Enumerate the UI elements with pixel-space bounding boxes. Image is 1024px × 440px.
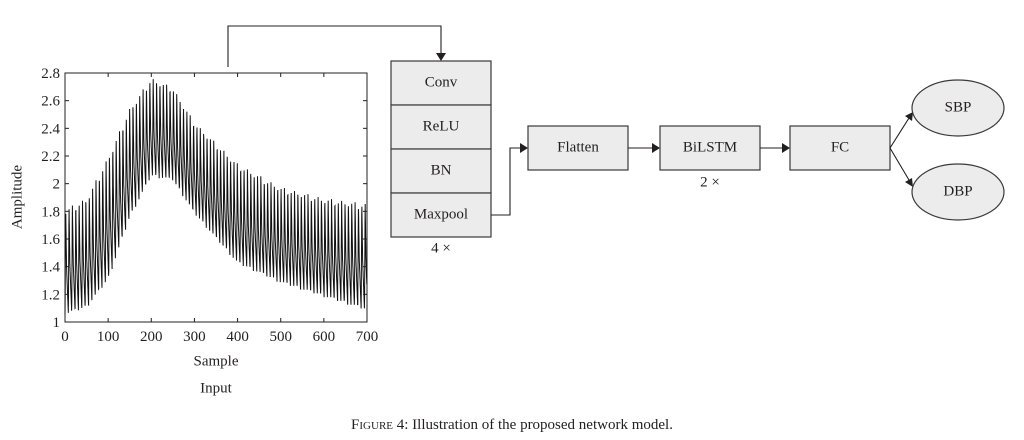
caption-label: Figure 4: [351, 417, 408, 433]
x-axis-label: Sample [194, 353, 239, 369]
bilstm-label: BiLSTM [683, 139, 737, 155]
bilstm-block [659, 125, 761, 171]
arrowhead [652, 143, 660, 153]
layer-conv [390, 60, 492, 106]
figure-caption: Figure 4: Illustration of the proposed n… [351, 417, 673, 433]
fc-label: FC [831, 139, 849, 155]
layer-label: Maxpool [414, 206, 468, 222]
layer-maxpool [390, 192, 492, 238]
x-tick-label: 400 [226, 329, 249, 345]
signal-line [64, 79, 368, 316]
arrowhead [905, 178, 913, 187]
y-tick-label: 1.6 [41, 232, 60, 248]
input-arrow [227, 25, 442, 67]
flatten-label: Flatten [557, 139, 599, 155]
y-tick-label: 2.8 [41, 66, 60, 82]
x-tick-label: 500 [269, 329, 292, 345]
y-tick-label: 2.6 [41, 94, 60, 110]
x-tick-label: 700 [356, 329, 379, 345]
bilstm-repeat-label: 2 × [700, 174, 720, 190]
arrowhead [782, 143, 790, 153]
conv-block-stack: Conv ReLU BN Maxpool 4 × [390, 60, 492, 256]
sbp-label: SBP [945, 99, 972, 115]
y-tick-label: 1.2 [41, 287, 60, 303]
arrow-fc-dbp [889, 147, 910, 181]
y-tick-label: 2.2 [41, 149, 60, 165]
x-tick-label: 100 [97, 329, 120, 345]
y-tick-label: 1.4 [41, 260, 60, 276]
caption-text: Illustration of the proposed network mod… [408, 417, 673, 433]
y-tick-label: 1.8 [41, 204, 60, 220]
layer-label: BN [431, 162, 452, 178]
x-tick-label: 300 [183, 329, 206, 345]
y-tick-label: 2 [53, 177, 61, 193]
stack-repeat-label: 4 × [431, 240, 451, 256]
layer-label: ReLU [423, 118, 460, 134]
layer-bn [390, 148, 492, 194]
y-axis-label: Amplitude [9, 165, 25, 230]
input-signal-chart: 0 100 200 300 400 500 600 700 1 1.2 1.4 1.6 1.8 2 2.2… [9, 66, 378, 396]
x-tick-label: 600 [313, 329, 336, 345]
arrow-fc-sbp [889, 117, 910, 149]
y-tick-label: 2.4 [41, 121, 60, 137]
flatten-block [527, 125, 629, 171]
x-tick-label: 200 [140, 329, 163, 345]
arrow-maxpool-flatten [491, 147, 521, 216]
chart-title: Input [200, 380, 232, 396]
layer-label: Conv [425, 74, 458, 90]
x-tick-label: 0 [61, 329, 69, 345]
y-tick-label: 1 [53, 315, 61, 331]
arrowhead [436, 53, 446, 61]
arrowhead [905, 112, 913, 121]
plot-frame [64, 72, 368, 323]
arrowhead [520, 143, 528, 153]
dbp-output [911, 163, 1005, 221]
fc-block [789, 125, 891, 171]
dbp-label: DBP [943, 183, 972, 199]
sbp-output [911, 79, 1005, 137]
